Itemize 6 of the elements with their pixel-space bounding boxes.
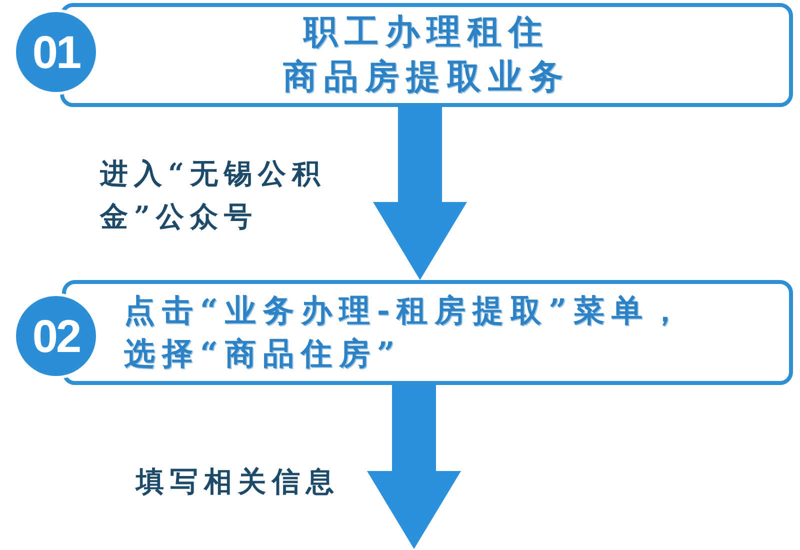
step-text: 点击“业务办理-租房提取”菜单，选择“商品住房” <box>124 292 688 374</box>
block-arrow <box>367 385 461 549</box>
step-text: 职工办理租住商品房提取业务 <box>283 11 570 99</box>
step-number: 02 <box>32 313 80 359</box>
step-number: 01 <box>32 29 80 75</box>
block-arrow <box>373 107 467 280</box>
